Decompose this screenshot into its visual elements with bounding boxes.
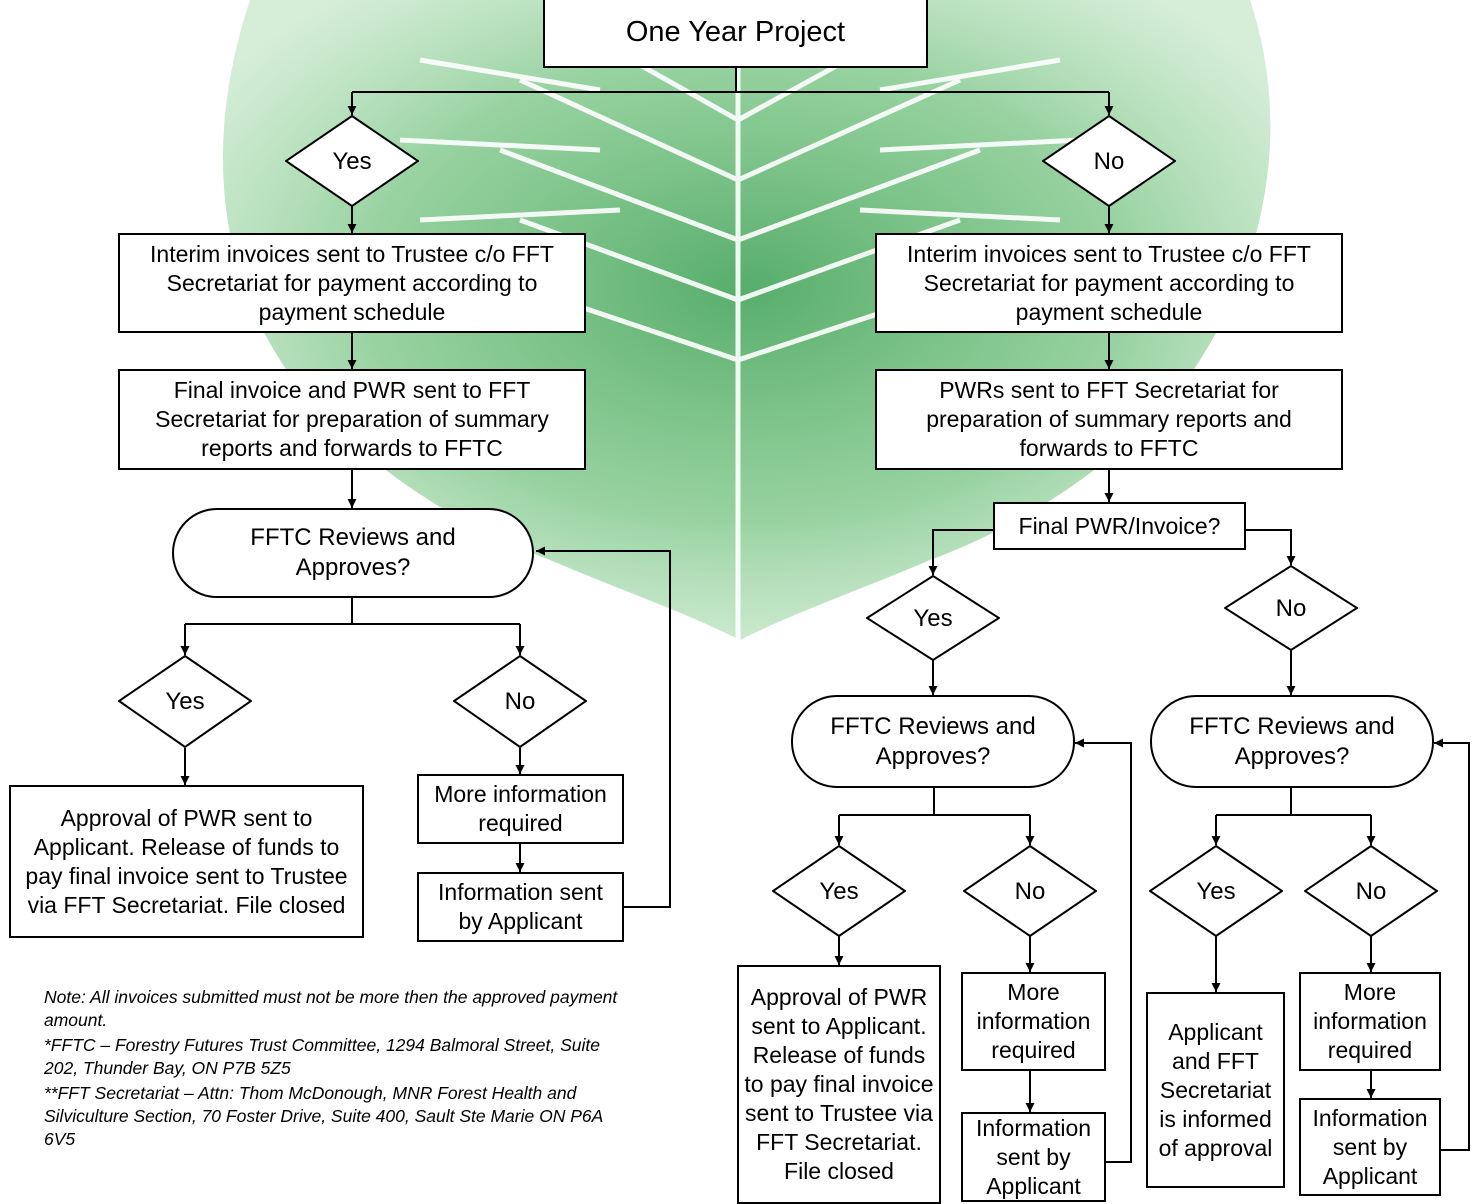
left-yes-diamond: Yes xyxy=(118,655,252,748)
no-decision-diamond: No xyxy=(1042,115,1176,207)
right-a-yes-diamond: Yes xyxy=(772,845,906,937)
left-no-diamond: No xyxy=(453,655,587,748)
one-year-project-box: One Year Project xyxy=(543,0,928,68)
note-secretariat-address: **FFT Secretariat – Attn: Thom McDonough… xyxy=(44,1083,603,1149)
leaf-veins xyxy=(399,17,1081,640)
right-b-yes-diamond: Yes xyxy=(1149,845,1283,937)
right-b-fftc-review-terminal: FFTC Reviews and Approves? xyxy=(1150,695,1434,788)
right-a-approval-box: Approval of PWR sent to Applicant. Relea… xyxy=(737,965,941,1204)
right-b-info-sent-box: Information sent by Applicant xyxy=(1299,1098,1441,1196)
right-a-fftc-review-terminal: FFTC Reviews and Approves? xyxy=(791,695,1075,788)
footnotes: Note: All invoices submitted must not be… xyxy=(44,986,634,1153)
right-pwrs-box: PWRs sent to FFT Secretariat for prepara… xyxy=(875,369,1343,470)
left-info-sent-box: Information sent by Applicant xyxy=(417,872,624,942)
leaf-shape xyxy=(222,0,1271,640)
note-invoices: Note: All invoices submitted must not be… xyxy=(44,987,618,1030)
left-more-info-box: More information required xyxy=(417,774,624,844)
final-pwr-invoice-box: Final PWR/Invoice? xyxy=(993,502,1246,550)
left-approval-box: Approval of PWR sent to Applicant. Relea… xyxy=(9,785,364,938)
left-final-invoice-box: Final invoice and PWR sent to FFT Secret… xyxy=(118,369,586,470)
right-a-info-sent-box: Information sent by Applicant xyxy=(961,1112,1106,1202)
left-interim-invoices-box: Interim invoices sent to Trustee c/o FFT… xyxy=(118,233,586,333)
right-interim-invoices-box: Interim invoices sent to Trustee c/o FFT… xyxy=(875,233,1343,333)
right-a-more-info-box: More information required xyxy=(961,972,1106,1071)
right-b-informed-box: Applicant and FFT Secretariat is informe… xyxy=(1146,992,1285,1188)
yes-decision-diamond: Yes xyxy=(285,115,419,207)
right-b-no-diamond: No xyxy=(1304,845,1438,937)
left-fftc-review-terminal: FFTC Reviews and Approves? xyxy=(172,508,534,598)
note-fftc-address: *FFTC – Forestry Futures Trust Committee… xyxy=(44,1035,600,1078)
right-final-no-diamond: No xyxy=(1224,565,1358,651)
right-a-no-diamond: No xyxy=(963,845,1097,937)
right-b-more-info-box: More information required xyxy=(1299,972,1441,1071)
right-final-yes-diamond: Yes xyxy=(866,575,1000,661)
